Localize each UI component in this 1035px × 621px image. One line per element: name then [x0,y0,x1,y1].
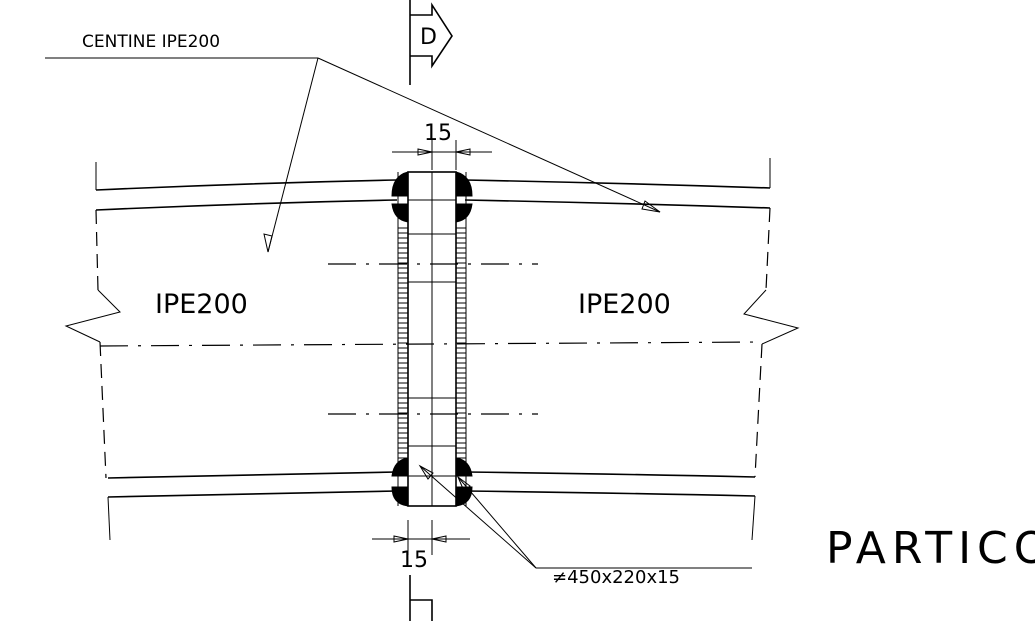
section-arrow-bottom [410,599,433,621]
beam-right-top-flange-outer [464,179,771,189]
fillet-weld-hatch [398,227,466,459]
plate-label: ≠450x220x15 [552,567,680,588]
beam-left-bottom-flange-outer [107,490,398,498]
beam-right-bottom-flange-inner [464,471,756,478]
weld-bottom-right-inner [455,457,473,477]
section-arrow-top [410,2,453,69]
dimension-top-label: 15 [424,121,452,146]
corner-welds [391,171,473,507]
beam-right-label: IPE200 [578,289,671,320]
section-cut-line [409,0,453,621]
section-marker-label: D [420,25,437,50]
weld-bottom-left-outer [391,486,409,507]
beam-left-top-flange-inner [95,199,398,211]
detail-title: PARTICO [826,523,1035,574]
leader-plate [418,464,752,569]
weld-top-left-outer [391,171,409,197]
beam-left [64,162,398,541]
beam-centre-axis [99,341,763,347]
weld-bottom-left-inner [391,457,409,477]
beam-right [464,158,800,541]
leader-centine [45,57,661,253]
weld-top-left-inner [391,203,409,223]
beam-left-bottom-flange-inner [107,471,398,479]
beam-left-label: IPE200 [155,289,248,320]
beam-right-top-flange-inner [464,199,771,209]
weld-top-right-outer [455,171,473,197]
dimension-top [392,140,492,170]
dimension-bottom [372,520,470,555]
weld-top-right-inner [455,203,473,223]
dimension-bottom-label: 15 [400,548,428,573]
leader-top-label: CENTINE IPE200 [82,32,220,52]
beam-right-bottom-flange-outer [464,490,756,497]
beam-left-top-flange-outer [95,179,398,191]
